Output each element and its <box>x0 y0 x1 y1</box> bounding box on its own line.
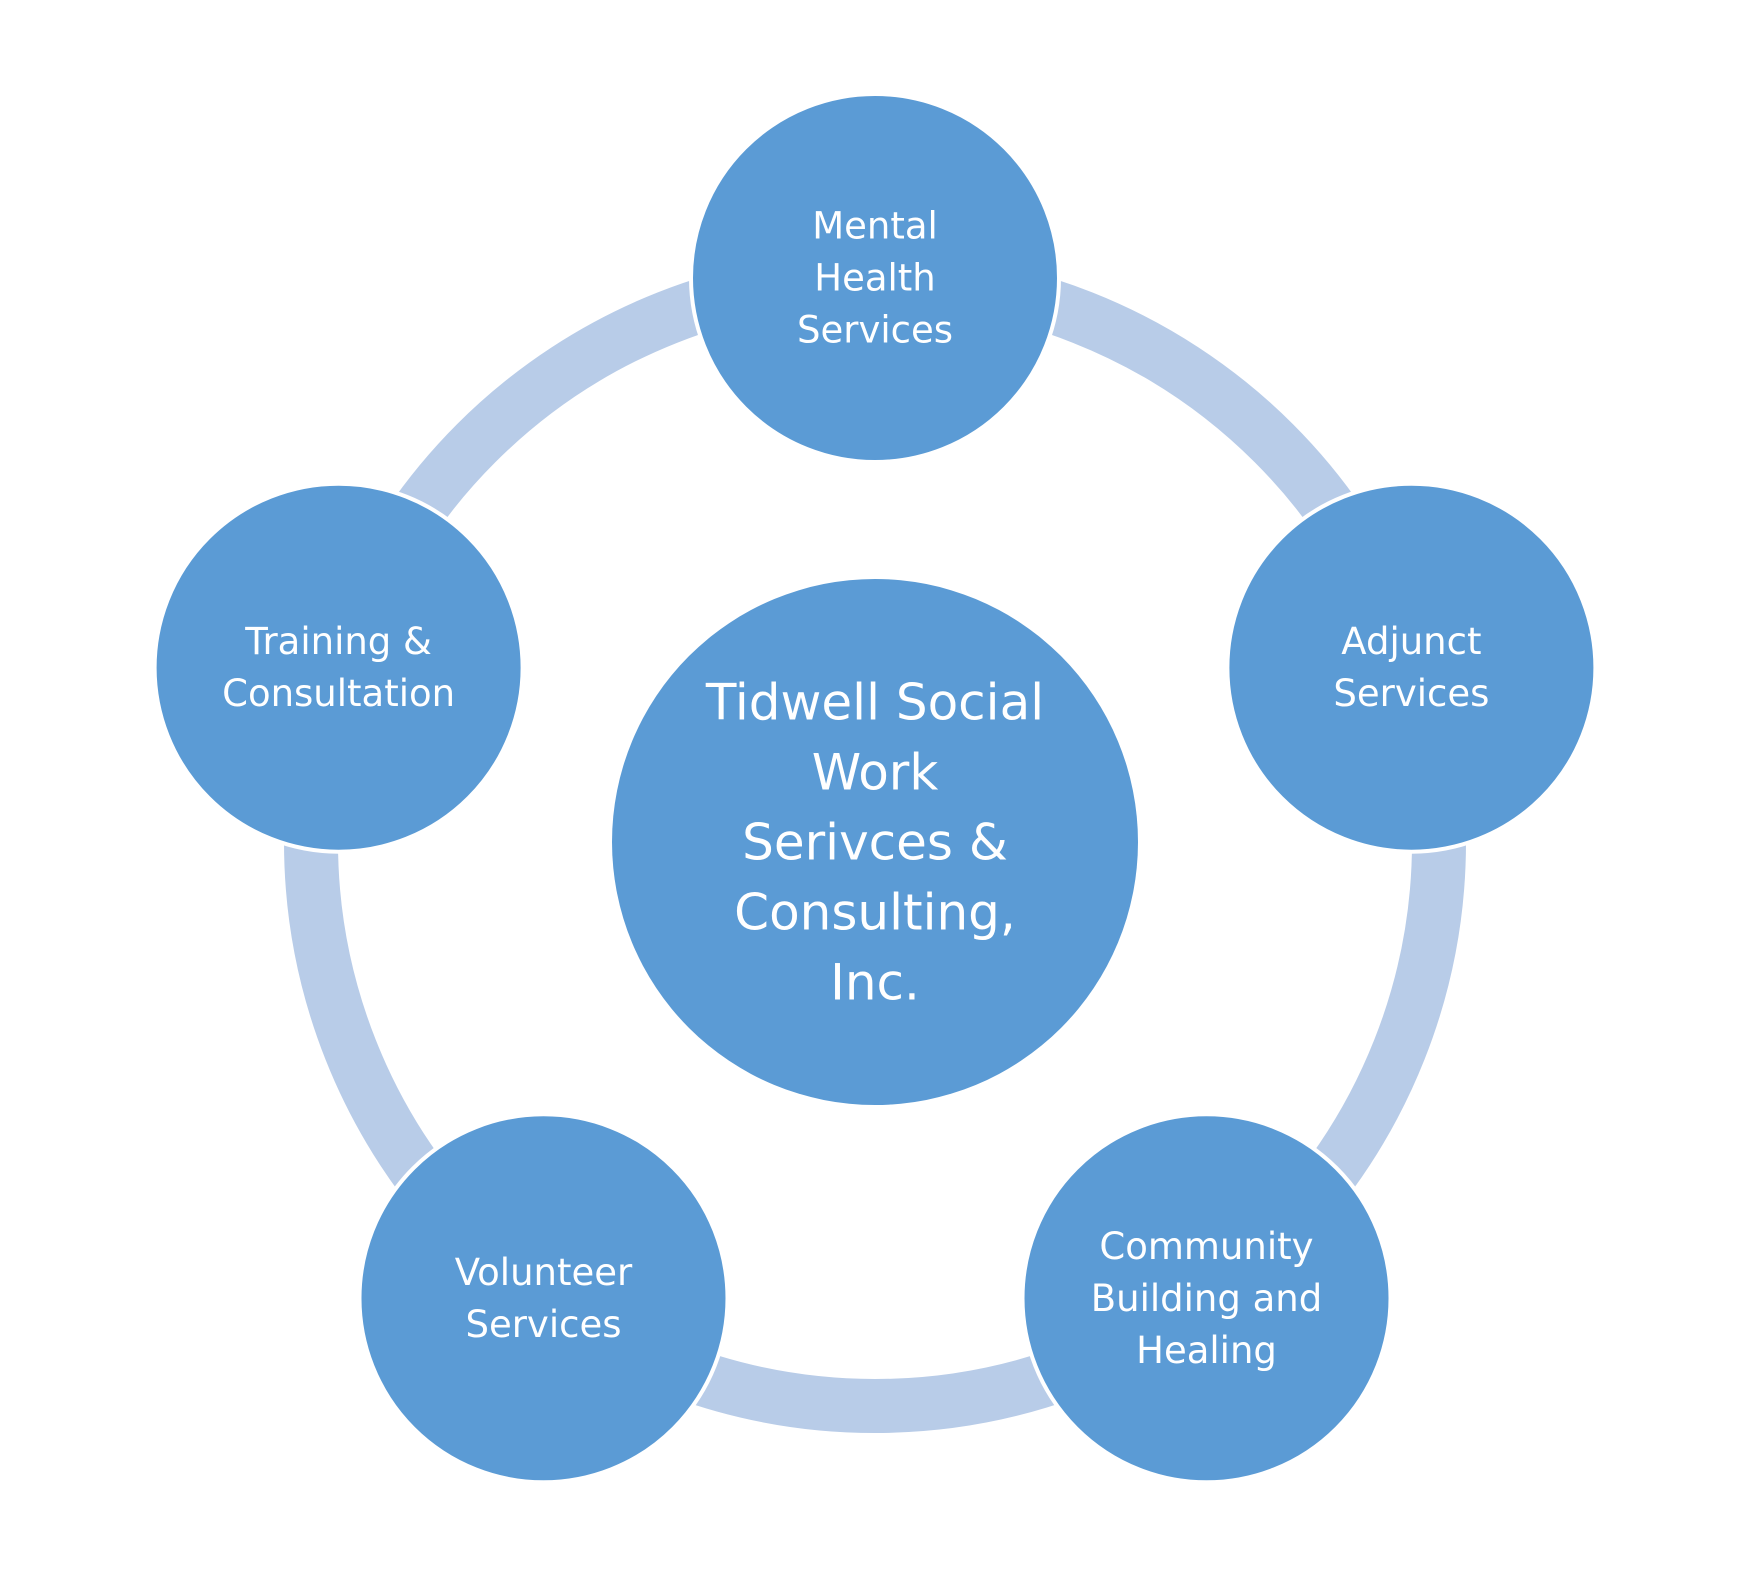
label-line: Inc. <box>830 954 920 1012</box>
node-circle <box>1225 481 1598 854</box>
label-line: Adjunct <box>1341 620 1481 663</box>
node-circle <box>357 1112 730 1485</box>
label-line: Health <box>814 257 936 300</box>
label-line: Volunteer <box>455 1251 633 1294</box>
label-line: Tidwell Social <box>705 674 1044 732</box>
node-circle <box>1020 1112 1393 1485</box>
label-line: Healing <box>1136 1329 1277 1372</box>
node-circle <box>152 481 525 854</box>
label-line: Services <box>1333 672 1489 715</box>
label-line: Training & <box>244 620 432 663</box>
outer-nodes: MentalHealthServicesAdjunctServicesCommu… <box>152 92 1598 1485</box>
label-line: Consultation <box>222 672 455 715</box>
label-line: Work <box>812 744 939 802</box>
hub-circle <box>612 579 1138 1105</box>
node-training-consultation: Training & Consultation <box>152 481 525 854</box>
node-circle <box>689 92 1061 464</box>
label-line: Serivces & <box>742 814 1008 872</box>
label-line: Community <box>1099 1225 1313 1268</box>
label-line: Services <box>797 309 953 352</box>
label-line: Services <box>465 1303 621 1346</box>
label-line: Building and <box>1091 1277 1322 1320</box>
label-line: Consulting, <box>734 884 1016 942</box>
label-line: Mental <box>812 205 938 248</box>
